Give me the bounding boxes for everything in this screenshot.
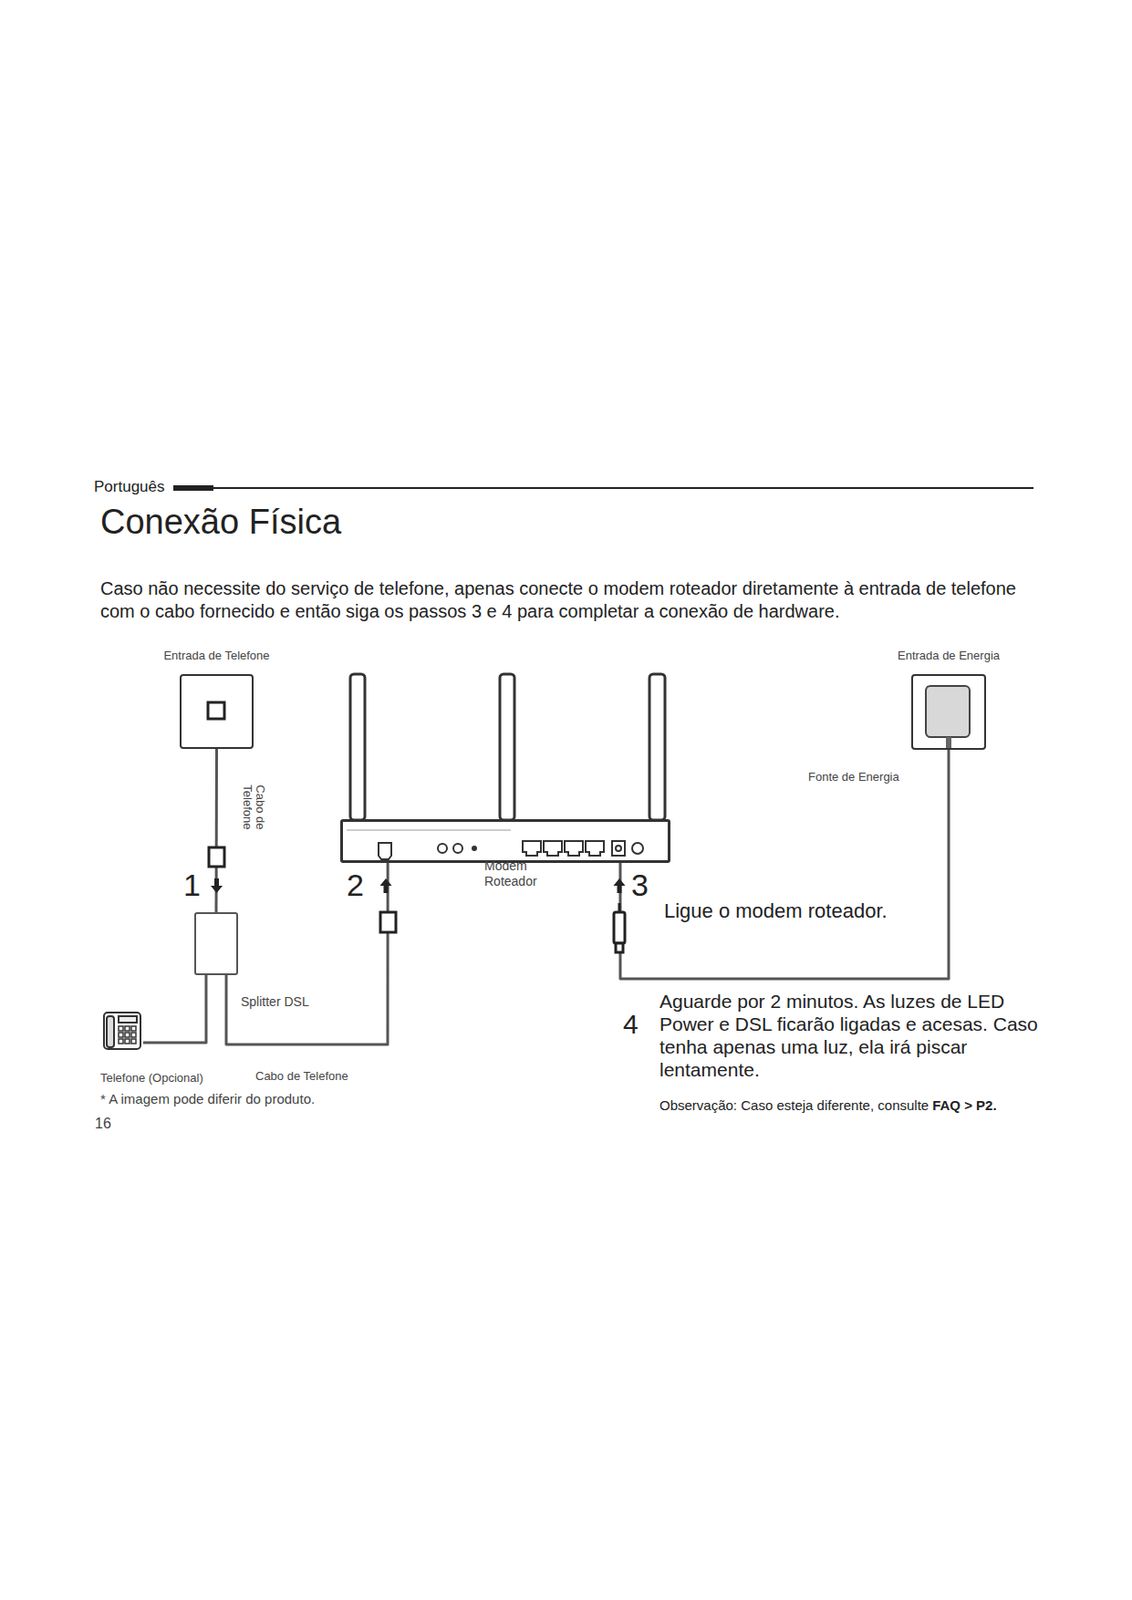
- step-text: Ligue o modem roteador.: [664, 899, 888, 924]
- node-label: Entrada de Energia: [897, 648, 1000, 664]
- step-text: Aguarde por 2 minutos. As luzes de LED P…: [659, 989, 1061, 1081]
- header-rule: [173, 487, 1034, 489]
- language-tag: Português: [93, 477, 166, 497]
- antennas: [350, 674, 665, 821]
- footnote: * A imagem pode diferir do produto.: [100, 1090, 315, 1108]
- step-arrows: [210, 878, 626, 894]
- router-ports: [346, 830, 644, 860]
- page-number: 16: [94, 1114, 112, 1132]
- intro-text: Caso não necessite do serviço de telefon…: [100, 577, 1036, 624]
- power-adapter: [925, 685, 970, 738]
- note-text: Observação: Caso esteja diferente, consu…: [659, 1097, 929, 1114]
- modem-router: Modem Roteador: [340, 819, 671, 863]
- cable-label: Cabo de Telefone: [253, 1069, 351, 1084]
- node-label: Entrada de Telefone: [163, 648, 270, 664]
- cable-label: Cabo de Telefone: [240, 782, 268, 845]
- cable: [226, 862, 388, 1045]
- cable-label: Fonte de Energia: [806, 769, 902, 785]
- phone-wall-jack: Entrada de Telefone: [179, 674, 254, 749]
- page-title: Conexão Física: [100, 501, 342, 544]
- note-link: FAQ > P2.: [932, 1097, 997, 1114]
- cable-plugs: [208, 847, 625, 953]
- node-label: Telefone (Opcional): [100, 1070, 204, 1086]
- dsl-splitter: Splitter DSL: [194, 912, 239, 976]
- node-label: Modem Roteador: [484, 858, 558, 890]
- node-label: Splitter DSL: [240, 994, 310, 1010]
- jack-socket: [207, 702, 225, 719]
- callout-number: 3: [631, 866, 649, 904]
- header-rule-mark: [173, 485, 214, 491]
- power-plug-tip: [618, 903, 622, 913]
- telephone-icon: [103, 1012, 141, 1049]
- callout-number: 4: [623, 1007, 639, 1041]
- callout-number: 2: [346, 866, 364, 904]
- adapter-cord-base: [945, 737, 952, 748]
- telephone: Telefone (Opcional): [102, 1010, 144, 1052]
- power-outlet: Entrada de Energia: [911, 674, 987, 750]
- cable: [620, 749, 949, 979]
- cable: [143, 975, 207, 1043]
- callout-number: 1: [183, 866, 201, 904]
